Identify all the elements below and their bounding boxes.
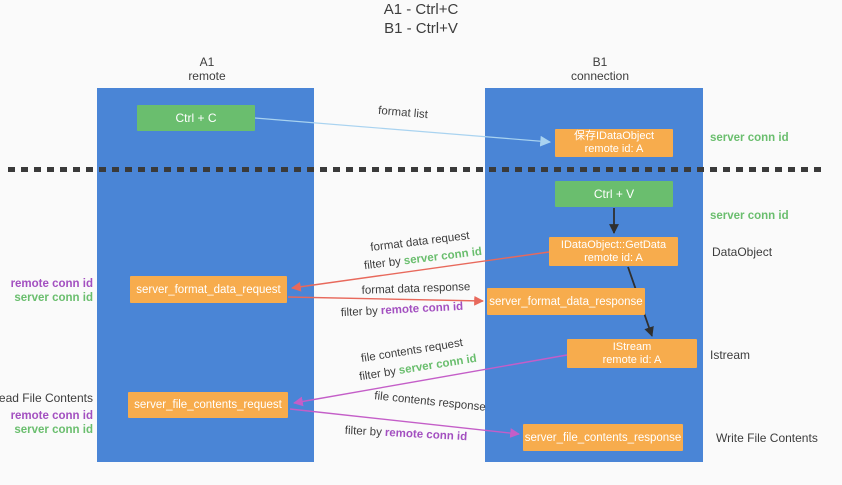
node-file-request-label: server_file_contents_request [134, 399, 282, 411]
session-divider-dotted-line [8, 167, 823, 172]
node-getdata-line2: remote id: A [584, 251, 643, 264]
node-ctrl-v-label: Ctrl + V [593, 187, 635, 201]
lane-b1-name: B1 [592, 55, 608, 69]
label-dataobject: DataObject [712, 245, 773, 259]
label-left-server-conn-id-bottom: server conn id [14, 424, 93, 436]
node-ctrl-v: Ctrl + V [555, 181, 673, 207]
lane-a1-name: A1 [199, 55, 215, 69]
node-format-response-label: server_format_data_response [489, 295, 643, 308]
node-server-file-contents-request: server_file_contents_request [128, 392, 288, 418]
label-right-server-conn-id-top: server conn id [710, 132, 789, 144]
node-ctrl-c: Ctrl + C [137, 105, 255, 131]
label-left-remote-conn-id-bottom: remote conn id [10, 410, 93, 422]
node-server-file-contents-response: server_file_contents_response [523, 424, 683, 451]
filter-by-text: filter by [340, 305, 379, 320]
node-server-format-data-response: server_format_data_response [487, 288, 645, 315]
lane-a1-subtitle: remote [188, 69, 226, 83]
node-istream-line2: remote id: A [602, 353, 662, 366]
label-left-server-conn-id-top: server conn id [14, 292, 93, 304]
remote-conn-id-text: remote conn id [384, 426, 468, 444]
title-line-2: B1 - Ctrl+V [384, 20, 458, 37]
remote-conn-id-text: remote conn id [380, 300, 464, 318]
lane-header-a1: A1 remote [152, 55, 262, 83]
lane-header-b1: B1 connection [545, 55, 655, 83]
lane-b1-subtitle: connection [570, 69, 630, 83]
label-istream: Istream [710, 348, 751, 362]
title-line-1: A1 - Ctrl+C [383, 1, 459, 18]
node-ctrl-c-label: Ctrl + C [175, 111, 217, 125]
filter-by-text: filter by [358, 365, 397, 384]
node-istream-line1: IStream [612, 340, 652, 353]
node-idataobject-getdata: IDataObject::GetData remote id: A [549, 237, 678, 266]
node-getdata-line1: IDataObject::GetData [560, 238, 667, 251]
node-server-format-data-request: server_format_data_request [130, 276, 287, 303]
label-write-file-contents: Write File Contents [716, 431, 818, 445]
node-file-response-label: server_file_contents_response [524, 431, 682, 444]
node-istream: IStream remote id: A [567, 339, 697, 368]
node-save-idataobject: 保存IDataObject remote id: A [555, 129, 673, 157]
label-right-server-conn-id-mid: server conn id [710, 210, 789, 222]
label-left-remote-conn-id-top: remote conn id [10, 278, 93, 290]
node-save-idataobject-line2: remote id: A [584, 143, 644, 155]
label-file-contents-response: file contents response [373, 390, 487, 414]
label-format-list: format list [377, 104, 429, 122]
filter-by-text: filter by [344, 424, 383, 439]
node-format-request-label: server_format_data_request [136, 283, 281, 296]
diagram-title: A1 - Ctrl+C B1 - Ctrl+V [0, 0, 842, 38]
filter-by-text: filter by [363, 255, 402, 273]
label-format-data-response: format data response [361, 281, 471, 297]
label-read-file-contents: Read File Contents [0, 391, 93, 405]
node-save-idataobject-line1: 保存IDataObject [573, 130, 655, 142]
server-conn-id-text: server conn id [403, 245, 483, 268]
